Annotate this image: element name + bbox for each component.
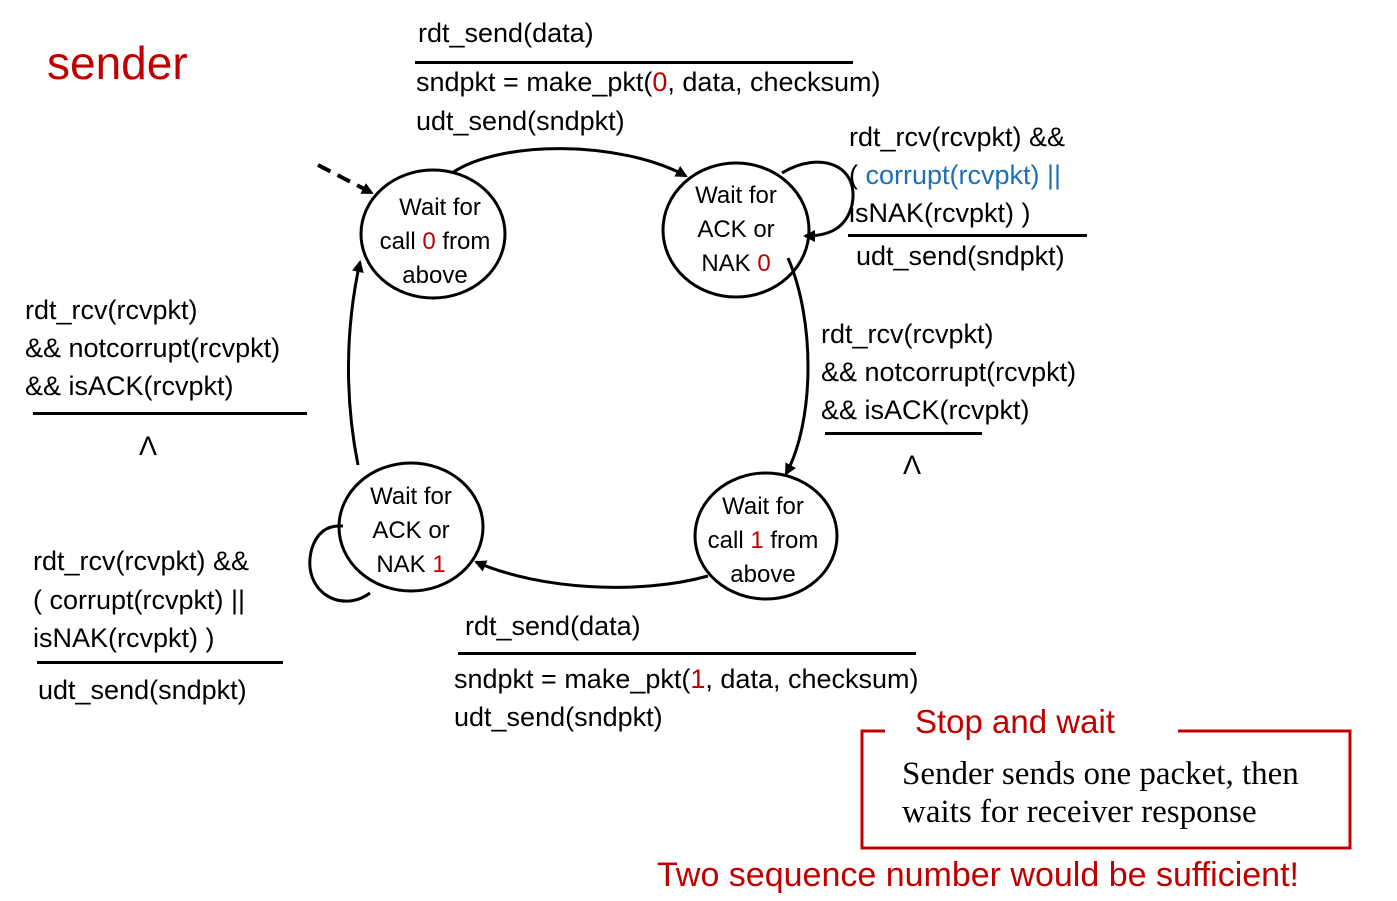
left-event-3: && isACK(rcvpkt)	[25, 371, 234, 401]
bottom-divider	[458, 652, 916, 655]
self-ack1-event-3: isNAK(rcvpkt) )	[33, 623, 215, 653]
state-label-wait-ack-0: Wait for ACK or NAK 0	[666, 179, 806, 281]
state-text: NAK 0	[666, 247, 806, 281]
state-text-part: NAK	[701, 250, 758, 277]
self-ack0-event-2: ( corrupt(rcvpkt) ||	[849, 162, 1061, 189]
note-line: Sender sends one packet, then	[902, 756, 1299, 792]
seq-number: 0	[422, 228, 436, 255]
self-ack0-event-1: rdt_rcv(rcvpkt) &&	[849, 122, 1066, 152]
arrow-self-ack0	[781, 160, 855, 242]
self-ack1-event-1: rdt_rcv(rcvpkt) &&	[33, 546, 250, 576]
bottom-action-1: sndpkt = make_pkt(1, data, checksum)	[454, 666, 919, 693]
arrow-call1-to-ack1	[474, 560, 709, 589]
state-text-part: from	[763, 527, 819, 554]
state-text: ACK or	[372, 517, 450, 544]
self-ack1-divider	[37, 661, 283, 664]
top-event: rdt_send(data)	[418, 18, 594, 48]
event-part: (	[849, 160, 866, 190]
state-text-part: from	[435, 228, 491, 255]
action-part: sndpkt = make_pkt(	[416, 67, 653, 97]
self-ack1-event-2: ( corrupt(rcvpkt) ||	[33, 585, 246, 615]
left-action-lambda: Λ	[139, 431, 158, 461]
initial-arrow	[317, 163, 374, 195]
top-divider	[415, 61, 853, 64]
right-event-2: && notcorrupt(rcvpkt)	[821, 357, 1077, 387]
action-part: , data, checksum)	[705, 664, 919, 694]
seq-number: 1	[690, 664, 706, 694]
note-line: waits for receiver response	[902, 794, 1257, 830]
seq-number: 0	[652, 67, 668, 97]
note-title: Stop and wait	[905, 705, 1125, 738]
state-text: call 1 from	[693, 524, 833, 558]
self-ack0-divider	[848, 234, 1087, 237]
state-text: ACK or	[697, 216, 775, 243]
seq-number: 1	[432, 551, 446, 578]
self-ack1-action: udt_send(sndpkt)	[38, 675, 247, 705]
left-divider	[33, 412, 307, 415]
note-body: Sender sends one packet, then waits for …	[902, 755, 1299, 831]
left-event-1: rdt_rcv(rcvpkt)	[25, 295, 198, 325]
state-label-wait-call-0: Wait for call 0 from above	[365, 191, 505, 293]
arrow-ack1-to-call0	[346, 260, 364, 466]
arrow-self-ack1	[308, 524, 371, 603]
seq-number: 1	[750, 527, 764, 554]
state-text: NAK 1	[341, 548, 481, 582]
state-wait-call-0	[359, 168, 507, 300]
self-ack0-event-3: isNAK(rcvpkt) )	[849, 198, 1031, 228]
action-part: , data, checksum)	[667, 67, 881, 97]
state-text: Wait for	[722, 493, 804, 520]
action-part: sndpkt = make_pkt(	[454, 664, 691, 694]
left-event-2: && notcorrupt(rcvpkt)	[25, 333, 281, 363]
state-text: Wait for	[399, 194, 481, 221]
seq-number: 0	[757, 250, 771, 277]
highlight-text: corrupt(rcvpkt) ||	[865, 160, 1062, 190]
right-divider	[825, 432, 982, 435]
state-text: call 0 from	[365, 225, 505, 259]
state-text: above	[402, 262, 468, 289]
state-label-wait-ack-1: Wait for ACK or NAK 1	[341, 480, 481, 582]
right-event-3: && isACK(rcvpkt)	[821, 395, 1030, 425]
top-action-2: udt_send(sndpkt)	[416, 106, 625, 136]
state-text: Wait for	[695, 182, 777, 209]
note-box	[860, 729, 1352, 850]
arrow-call0-to-ack0	[451, 147, 688, 178]
bottom-event: rdt_send(data)	[465, 611, 641, 641]
page-title: sender	[47, 37, 188, 89]
arrow-ack0-to-call1	[784, 257, 810, 476]
state-text-part: call	[379, 228, 423, 255]
right-action-lambda: Λ	[903, 450, 922, 480]
self-ack0-action: udt_send(sndpkt)	[856, 241, 1065, 271]
state-label-wait-call-1: Wait for call 1 from above	[693, 490, 833, 592]
footer-note: Two sequence number would be sufficient!	[657, 856, 1299, 894]
state-wait-call-1	[693, 471, 839, 601]
state-text: above	[730, 561, 796, 588]
top-action-1: sndpkt = make_pkt(0, data, checksum)	[416, 69, 881, 96]
bottom-action-2: udt_send(sndpkt)	[454, 702, 663, 732]
state-text-part: call	[707, 527, 751, 554]
state-text-part: NAK	[376, 551, 433, 578]
right-event-1: rdt_rcv(rcvpkt)	[821, 319, 994, 349]
state-text: Wait for	[370, 483, 452, 510]
